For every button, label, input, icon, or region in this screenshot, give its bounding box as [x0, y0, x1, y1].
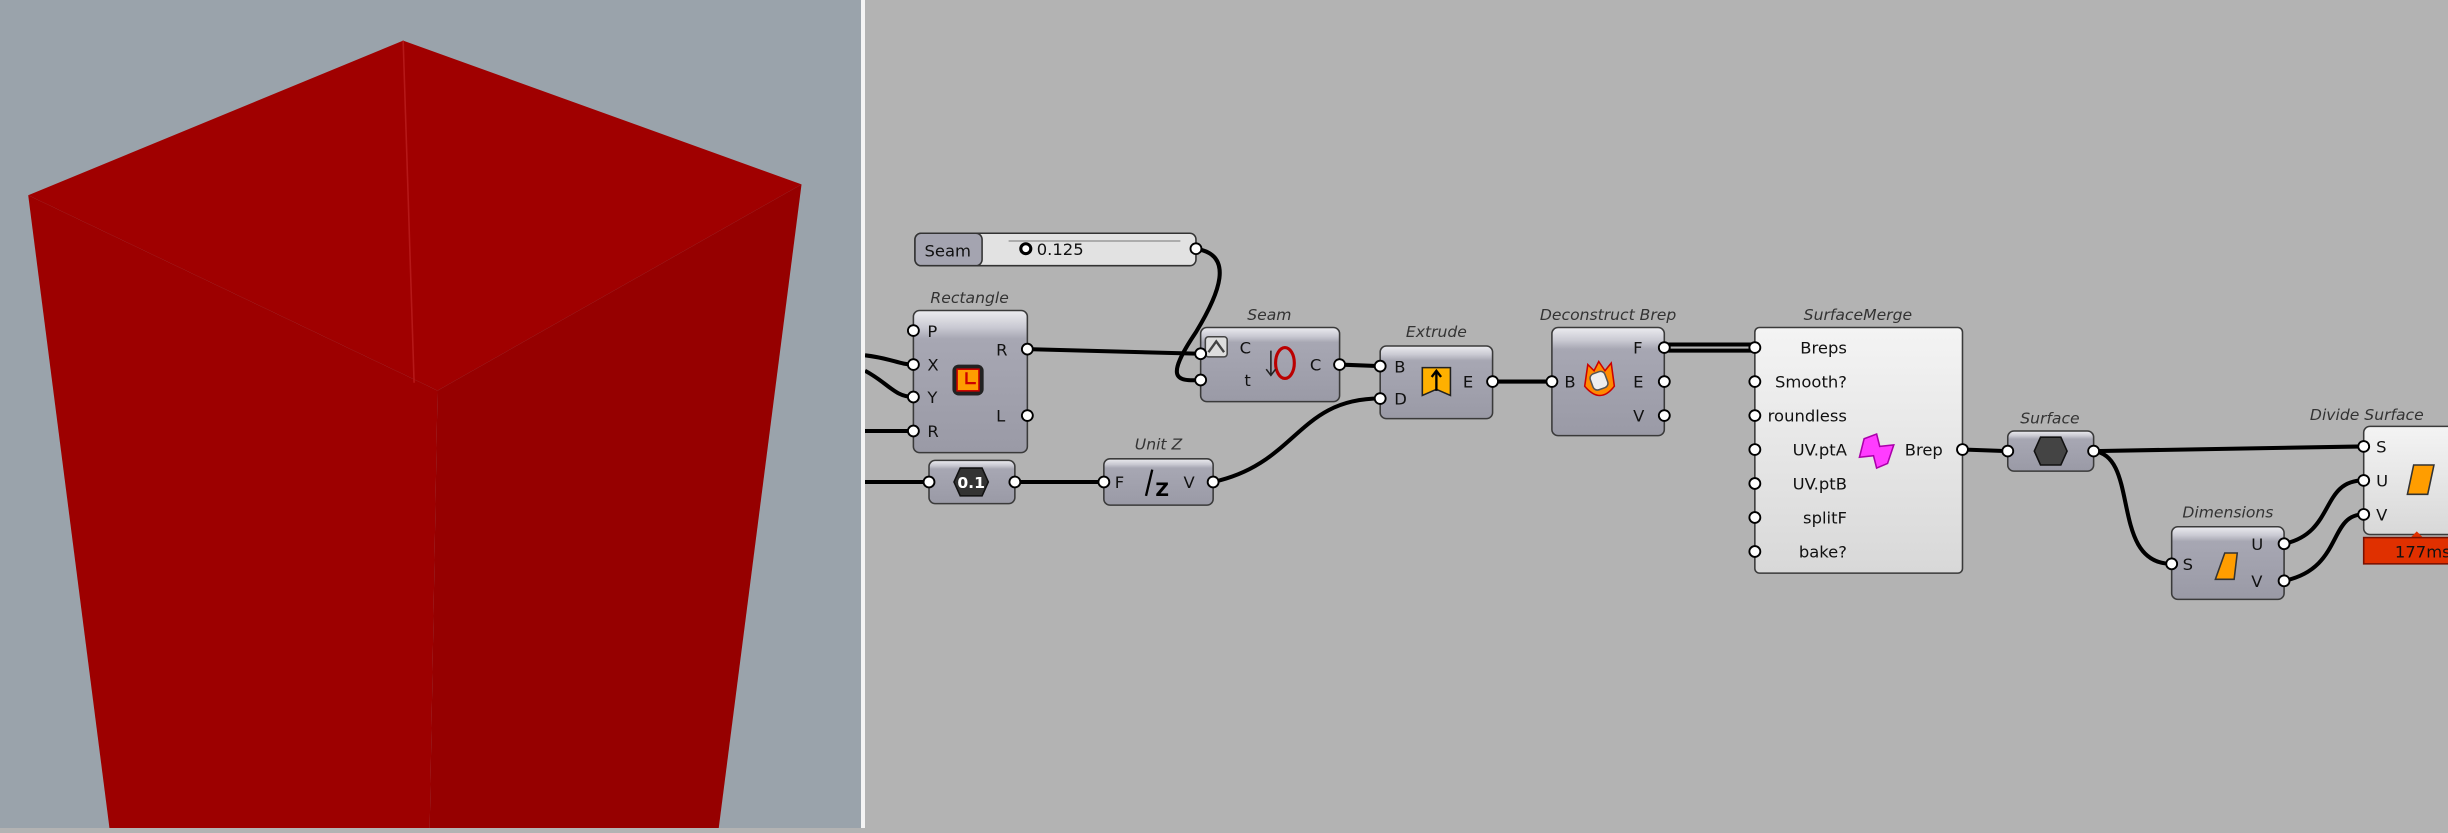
extrude-title: Extrude [1406, 323, 1467, 341]
input-d: D [1394, 390, 1407, 409]
profiler-time: 177ms [2395, 543, 2448, 562]
deconstruct-brep-component[interactable]: Deconstruct Brep B F E V [1540, 306, 1677, 437]
rectangle-title: Rectangle [930, 289, 1008, 307]
box-left-face [28, 195, 438, 828]
surface-merge-icon [1858, 433, 1895, 470]
extruded-box-render [28, 40, 802, 828]
number-hexagon-icon [953, 467, 990, 497]
box-edge [402, 40, 415, 383]
extrude-component[interactable]: Extrude B D E [1373, 323, 1499, 420]
slider-output[interactable] [1189, 242, 1203, 256]
input-uv-ptb: UV.ptB [1793, 475, 1847, 494]
surface-title: Surface [2020, 409, 2079, 427]
rectangle-component[interactable]: Rectangle P X Y R R L [906, 289, 1034, 454]
surface-parameter[interactable]: Surface [2001, 409, 2101, 472]
unit-z-icon: Z [1144, 469, 1169, 501]
box-top-face [28, 40, 802, 391]
input-c: C [1240, 339, 1251, 358]
rectangle-icon [952, 364, 984, 396]
profiler-badge: 177ms [2362, 531, 2448, 565]
input-bake: bake? [1799, 543, 1847, 562]
input-u: U [2376, 472, 2388, 491]
unit-z-component[interactable]: Unit Z F V Z [1097, 436, 1220, 506]
input-splitf: splitF [1803, 509, 1847, 528]
slider-value: 0.125 [1037, 240, 1084, 259]
input-b: B [1564, 373, 1575, 392]
surface-merge-component[interactable]: SurfaceMerge Breps Smooth? roundless UV.… [1748, 306, 1969, 574]
slider-grip[interactable] [1019, 242, 1033, 256]
input-x: X [927, 356, 938, 375]
seam-component[interactable]: Seam C t C [1194, 306, 1346, 403]
input-breps: Breps [1800, 339, 1847, 358]
extrude-icon [1421, 366, 1452, 397]
rhino-viewport[interactable] [0, 0, 861, 828]
grasshopper-canvas[interactable]: Seam 0.125 Rectangle P X Y R R L Seam C … [864, 0, 2448, 828]
panel-divider[interactable] [861, 0, 865, 828]
input-r: R [927, 422, 938, 441]
deconstruct-brep-title: Deconstruct Brep [1540, 306, 1677, 324]
dimensions-title: Dimensions [2182, 504, 2273, 522]
wires [864, 246, 2364, 583]
output-l: L [996, 407, 1005, 426]
number-value: 0.1 [957, 474, 985, 492]
dimensions-icon [2214, 552, 2239, 581]
output-brep: Brep [1905, 441, 1943, 460]
seam-icon [1265, 346, 1296, 381]
exploding-brep-icon [1583, 359, 1616, 397]
surface-hexagon-icon [2033, 436, 2068, 466]
input-uv-pta: UV.ptA [1793, 441, 1848, 460]
output-e: E [1633, 373, 1643, 392]
input-v: V [2376, 506, 2388, 525]
output-v: V [1183, 473, 1195, 492]
slider-label: Seam [925, 242, 971, 261]
input-s: S [2376, 438, 2386, 457]
input-b: B [1394, 357, 1405, 376]
input-s: S [2183, 555, 2193, 574]
output-e: E [1463, 373, 1473, 392]
output-u: U [2251, 535, 2263, 554]
output-v: V [1633, 407, 1645, 426]
input-smooth: Smooth? [1775, 373, 1847, 392]
input-p: P [927, 322, 937, 341]
surface-merge-title: SurfaceMerge [1804, 306, 1912, 324]
box-right-face [429, 184, 802, 828]
input-t: t [1244, 371, 1250, 390]
output-f: F [1633, 339, 1642, 358]
output-v: V [2251, 572, 2263, 591]
unit-z-title: Unit Z [1135, 436, 1183, 454]
seam-slider[interactable]: Seam 0.125 [914, 232, 1203, 267]
divide-surface-component[interactable]: Divide Surface S U V 177ms [2310, 406, 2448, 565]
input-roundless: roundless [1768, 407, 1847, 426]
seam-title: Seam [1247, 306, 1291, 324]
graph-toggle-icon[interactable] [1204, 335, 1228, 358]
input-y: Y [926, 388, 937, 407]
divide-surface-title: Divide Surface [2310, 406, 2424, 424]
output-c: C [1310, 356, 1321, 375]
input-f: F [1115, 473, 1124, 492]
divide-surface-icon [2406, 464, 2435, 496]
svg-text:Z: Z [1155, 480, 1169, 501]
number-parameter[interactable]: 0.1 [922, 459, 1022, 505]
dimensions-component[interactable]: Dimensions S U V [2165, 504, 2291, 601]
output-r: R [996, 340, 1007, 359]
